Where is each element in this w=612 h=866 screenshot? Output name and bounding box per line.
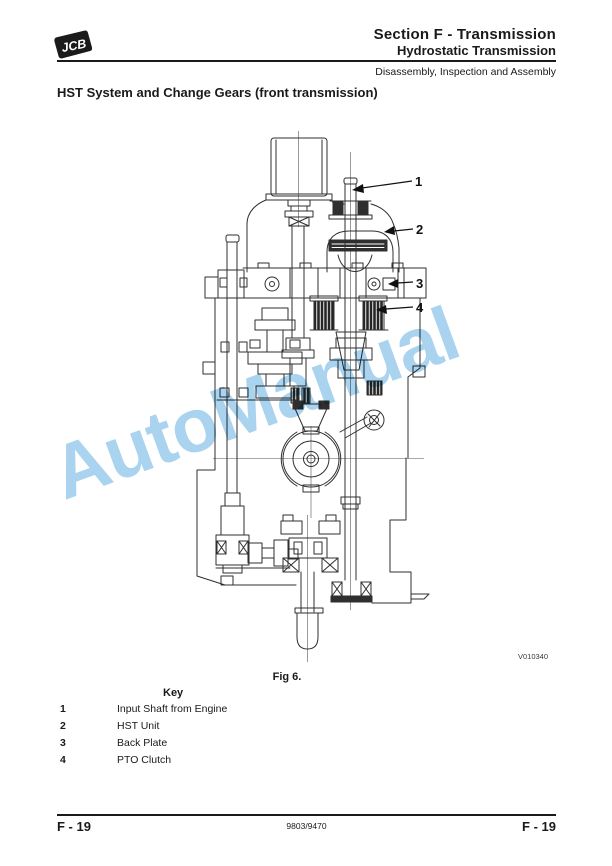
output-shaft	[280, 514, 341, 650]
jcb-logo-text: JCB	[60, 37, 87, 56]
gear-lever-tower	[265, 137, 333, 339]
footer-page-number-left: F - 19	[57, 819, 91, 834]
lower-gear-train	[247, 539, 299, 567]
key-item-label: PTO Clutch	[117, 754, 172, 766]
key-item-number: 2	[60, 720, 66, 732]
callout-3: 3	[388, 276, 423, 291]
callout-2: 2	[384, 222, 423, 237]
jcb-logo-shape	[54, 30, 93, 59]
hst-unit-housing	[246, 199, 400, 273]
change-gear-cluster-right	[329, 337, 383, 396]
key-item-number: 1	[60, 703, 66, 715]
callout-3-number: 3	[416, 276, 423, 291]
callouts: 1 2 3 4	[352, 174, 424, 315]
figure-ref-code: V010340	[517, 652, 548, 661]
key-item-number: 3	[60, 737, 66, 749]
selector-bell	[281, 337, 330, 432]
pto-clutch	[309, 295, 389, 371]
back-plate	[204, 262, 427, 299]
key-title: Key	[163, 687, 184, 699]
section-title: Section F - Transmission	[373, 26, 556, 43]
callout-1: 1	[352, 174, 422, 193]
input-shaft	[330, 177, 373, 603]
context-line: Disassembly, Inspection and Assembly	[375, 66, 556, 78]
left-lay-shaft	[215, 234, 250, 574]
figure-caption: Fig 6.	[272, 671, 302, 683]
footer-page-number-right: F - 19	[522, 819, 556, 834]
callout-4-number: 4	[416, 300, 424, 315]
case-walls	[196, 297, 430, 604]
key-row-1: 1 Input Shaft from Engine	[57, 703, 457, 720]
key-item-label: Back Plate	[117, 737, 168, 749]
key-item-label: HST Unit	[117, 720, 160, 732]
change-gear-cluster-left	[247, 307, 303, 399]
page-heading: HST System and Change Gears (front trans…	[57, 85, 378, 100]
jcb-logo: JCB	[54, 30, 93, 59]
differential-assembly	[280, 426, 342, 493]
callout-2-number: 2	[416, 222, 423, 237]
subsection-title: Hydrostatic Transmission	[397, 43, 556, 58]
key-item-number: 4	[60, 754, 66, 766]
footer-doc-number: 9803/9470	[286, 821, 327, 831]
key-row-3: 3 Back Plate	[57, 737, 457, 754]
key-item-label: Input Shaft from Engine	[117, 703, 228, 715]
header-rule	[57, 60, 556, 62]
key-row-4: 4 PTO Clutch	[57, 754, 457, 771]
footer-rule	[57, 814, 556, 816]
callout-1-number: 1	[415, 174, 422, 189]
callout-4: 4	[376, 300, 424, 315]
key-row-2: 2 HST Unit	[57, 720, 457, 737]
selector-arm	[339, 409, 385, 439]
